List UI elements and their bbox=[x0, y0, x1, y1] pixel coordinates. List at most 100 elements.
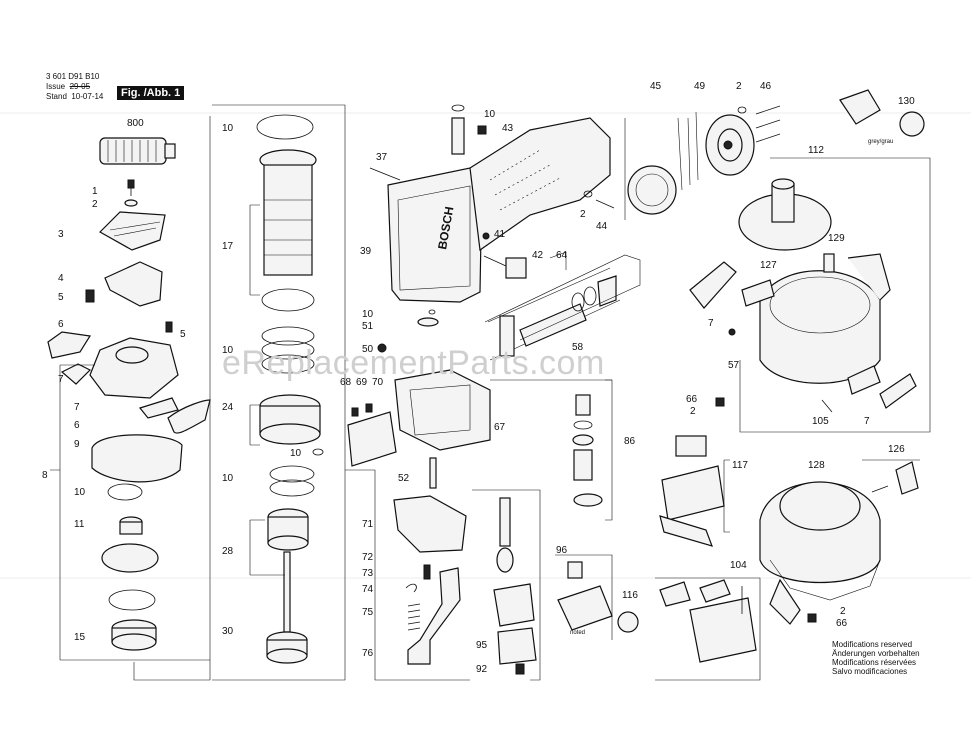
valve-11 bbox=[119, 516, 143, 535]
bracket-17 bbox=[249, 204, 260, 296]
screw-66a bbox=[715, 397, 725, 407]
guard-71 bbox=[393, 495, 467, 553]
callout-112: 112 bbox=[808, 145, 824, 156]
stand-label: Stand bbox=[46, 92, 67, 101]
callout-45: 45 bbox=[650, 81, 662, 92]
o-ring-10d bbox=[312, 448, 324, 456]
figure-label: Fig. /Abb. 1 bbox=[117, 86, 185, 100]
o-rings-10c bbox=[261, 326, 315, 374]
switch-116 bbox=[557, 561, 639, 633]
callout-5b: 5 bbox=[180, 329, 186, 340]
housing-24 bbox=[259, 394, 321, 445]
modifications-fr: Modifications réservées bbox=[832, 658, 917, 667]
seal-7b bbox=[138, 397, 179, 419]
callout-76: 76 bbox=[362, 648, 374, 659]
screw-43 bbox=[477, 125, 487, 135]
callout-126: 126 bbox=[888, 444, 905, 455]
callout-75: 75 bbox=[362, 607, 374, 618]
filter-800 bbox=[99, 137, 176, 165]
callout-44: 44 bbox=[596, 221, 608, 232]
pin-52 bbox=[429, 457, 437, 489]
callout-10e: 10 bbox=[222, 473, 234, 484]
driver-30 bbox=[266, 551, 308, 664]
callout-10a: 10 bbox=[74, 487, 86, 498]
callout-24: 24 bbox=[222, 402, 234, 413]
washer-2 bbox=[124, 199, 138, 207]
seal-7 bbox=[60, 363, 92, 385]
bracket-28 bbox=[249, 519, 285, 576]
callout-46: 46 bbox=[760, 81, 772, 92]
bracket-112 bbox=[739, 157, 931, 433]
bracket-117 bbox=[723, 459, 730, 533]
callout-129: 129 bbox=[828, 233, 845, 244]
o-ring-10a bbox=[107, 483, 143, 501]
callout-7d: 7 bbox=[864, 416, 870, 427]
latch-117 bbox=[659, 435, 725, 547]
callout-9: 9 bbox=[74, 439, 80, 450]
screw-1 bbox=[127, 179, 135, 196]
doc-header: 3 601 D91 B10 Issue 29-05 Stand 10-07-14 bbox=[46, 72, 103, 102]
callout-37: 37 bbox=[376, 152, 388, 163]
valve-assy-58 bbox=[487, 267, 621, 361]
pin-37 bbox=[369, 167, 401, 181]
bracket-86 bbox=[605, 379, 613, 521]
o-ring-10b bbox=[256, 114, 314, 140]
valve-96 bbox=[493, 497, 537, 675]
callout-105: 105 bbox=[812, 416, 829, 427]
callout-7c: 7 bbox=[708, 318, 714, 329]
grey-label: grey/grau bbox=[868, 139, 893, 145]
callout-96: 96 bbox=[556, 545, 568, 556]
trigger-42 bbox=[483, 255, 527, 279]
bracket-104-parts bbox=[659, 579, 757, 663]
callout-3: 3 bbox=[58, 229, 64, 240]
callout-43: 43 bbox=[502, 123, 514, 134]
bracket-main bbox=[345, 469, 470, 681]
callout-67: 67 bbox=[494, 422, 506, 433]
modifications-de: Änderungen vorbehalten bbox=[832, 649, 920, 658]
callout-73: 73 bbox=[362, 568, 374, 579]
callout-70: 70 bbox=[372, 377, 384, 388]
ring-18 bbox=[261, 288, 315, 312]
watermark: eReplacementParts.com bbox=[222, 344, 605, 382]
bumper-6b bbox=[167, 399, 211, 434]
callout-72: 72 bbox=[362, 552, 374, 563]
callout-117: 117 bbox=[732, 460, 748, 471]
callout-17: 17 bbox=[222, 241, 234, 252]
screw-73 bbox=[423, 564, 431, 580]
callout-28: 28 bbox=[222, 546, 234, 557]
callout-71: 71 bbox=[362, 519, 374, 530]
callout-58: 58 bbox=[572, 342, 584, 353]
o-ring-10g bbox=[428, 309, 436, 315]
callout-130: 130 bbox=[898, 96, 915, 107]
cap-head bbox=[89, 337, 179, 399]
screw-50 bbox=[377, 343, 387, 353]
callout-66a: 66 bbox=[686, 394, 698, 405]
callout-52: 52 bbox=[398, 473, 410, 484]
nose-67 bbox=[394, 369, 491, 451]
callout-49: 49 bbox=[694, 81, 706, 92]
latch-68-70 bbox=[347, 403, 397, 467]
lid-112 bbox=[738, 178, 832, 251]
screw-7c bbox=[728, 328, 736, 336]
handle bbox=[469, 117, 611, 252]
stand-row: Stand 10-07-14 bbox=[46, 92, 103, 102]
cylinder-17 bbox=[259, 149, 317, 276]
lever-76 bbox=[407, 567, 461, 665]
gasket-9 bbox=[91, 434, 183, 483]
ring-12 bbox=[101, 543, 159, 573]
callout-39: 39 bbox=[360, 246, 372, 257]
lead-64 bbox=[549, 251, 567, 270]
bracket-104 bbox=[655, 577, 761, 681]
washer-2c bbox=[583, 190, 593, 198]
issue-label: Issue bbox=[46, 82, 66, 91]
screw-5b bbox=[165, 321, 173, 333]
callout-127: 127 bbox=[760, 260, 777, 271]
canister-128 bbox=[759, 481, 881, 625]
callout-2d: 2 bbox=[690, 406, 696, 417]
bracket-116 bbox=[555, 554, 613, 640]
bracket-24 bbox=[249, 404, 260, 446]
callout-labels: 800 1 2 3 4 5 6 5 7 7 6 9 8 10 11 15 10 … bbox=[42, 81, 915, 675]
clip-126 bbox=[871, 461, 919, 495]
callout-7b: 7 bbox=[74, 402, 80, 413]
callout-57: 57 bbox=[728, 360, 740, 371]
